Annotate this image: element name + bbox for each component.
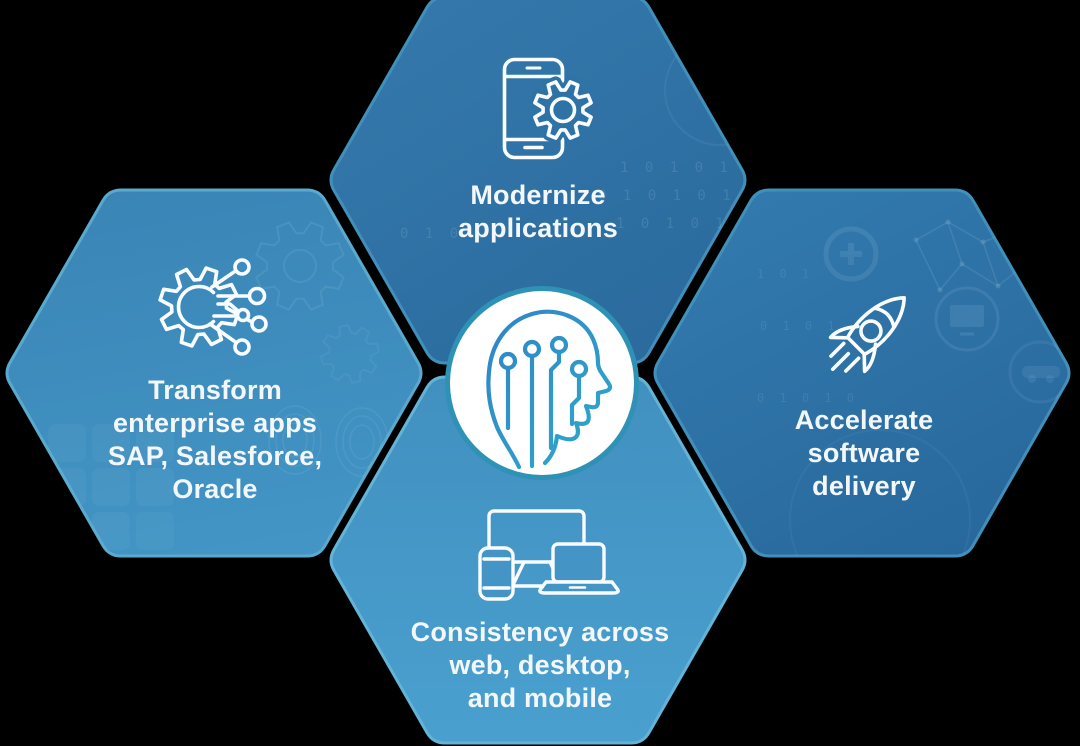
label-accelerate-software-delivery: Accelerate software delivery	[794, 405, 934, 501]
svg-text:0 1 0 1: 0 1 0 1	[760, 319, 839, 333]
ai-head-icon	[486, 309, 613, 470]
svg-text:0 1 0 1: 0 1 0 1	[400, 226, 487, 242]
monitor-circle-texture	[934, 286, 1000, 352]
hexagon-modernize-shape	[329, 0, 747, 365]
svg-text:0 1 0 1 0: 0 1 0 1 0	[757, 391, 858, 405]
hexagon-accelerate-shape	[653, 188, 1071, 558]
svg-text:0 1 0 1 0 1 0 1: 0 1 0 1 0 1 0 1	[598, 188, 784, 204]
label-transform-enterprise-apps: Transform enterprise apps SAP, Salesforc…	[107, 375, 323, 504]
hexagon-right-texture: 1 0 1 0 1 0 1 0 1 0 1 0	[757, 219, 1069, 556]
phone-gear-icon	[502, 57, 597, 160]
hexagon-top-texture: 1 0 1 0 1 0 1 0 1 0 1 0 1 0 1 1 0 1 0 1 …	[400, 34, 784, 242]
gear-circuit-icon	[158, 258, 268, 356]
label-modernize-applications: Modernize applications	[458, 180, 618, 243]
fingerprint-texture	[268, 405, 389, 477]
svg-text:1 0 1 0 1 0 1: 1 0 1 0 1 0 1	[620, 160, 782, 176]
hexagon-transform-shape	[5, 188, 423, 558]
svg-text:1 0 1 0 1 0: 1 0 1 0 1 0	[616, 216, 753, 232]
car-circle-texture	[1008, 340, 1069, 404]
hexagon-accelerate-software-delivery: 1 0 1 0 1 0 1 0 1 0 1 0	[653, 188, 1071, 558]
hexagon-transform-enterprise-apps	[5, 188, 423, 558]
rocket-icon	[828, 296, 906, 374]
hexagon-modernize-applications: 1 0 1 0 1 0 1 0 1 0 1 0 1 0 1 1 0 1 0 1 …	[329, 0, 784, 365]
label-consistency-across-devices: Consistency across web, desktop, and mob…	[410, 617, 670, 713]
plus-circle-texture	[823, 226, 879, 282]
devices-icon	[478, 509, 620, 601]
svg-text:1 0 1: 1 0 1	[757, 267, 813, 281]
